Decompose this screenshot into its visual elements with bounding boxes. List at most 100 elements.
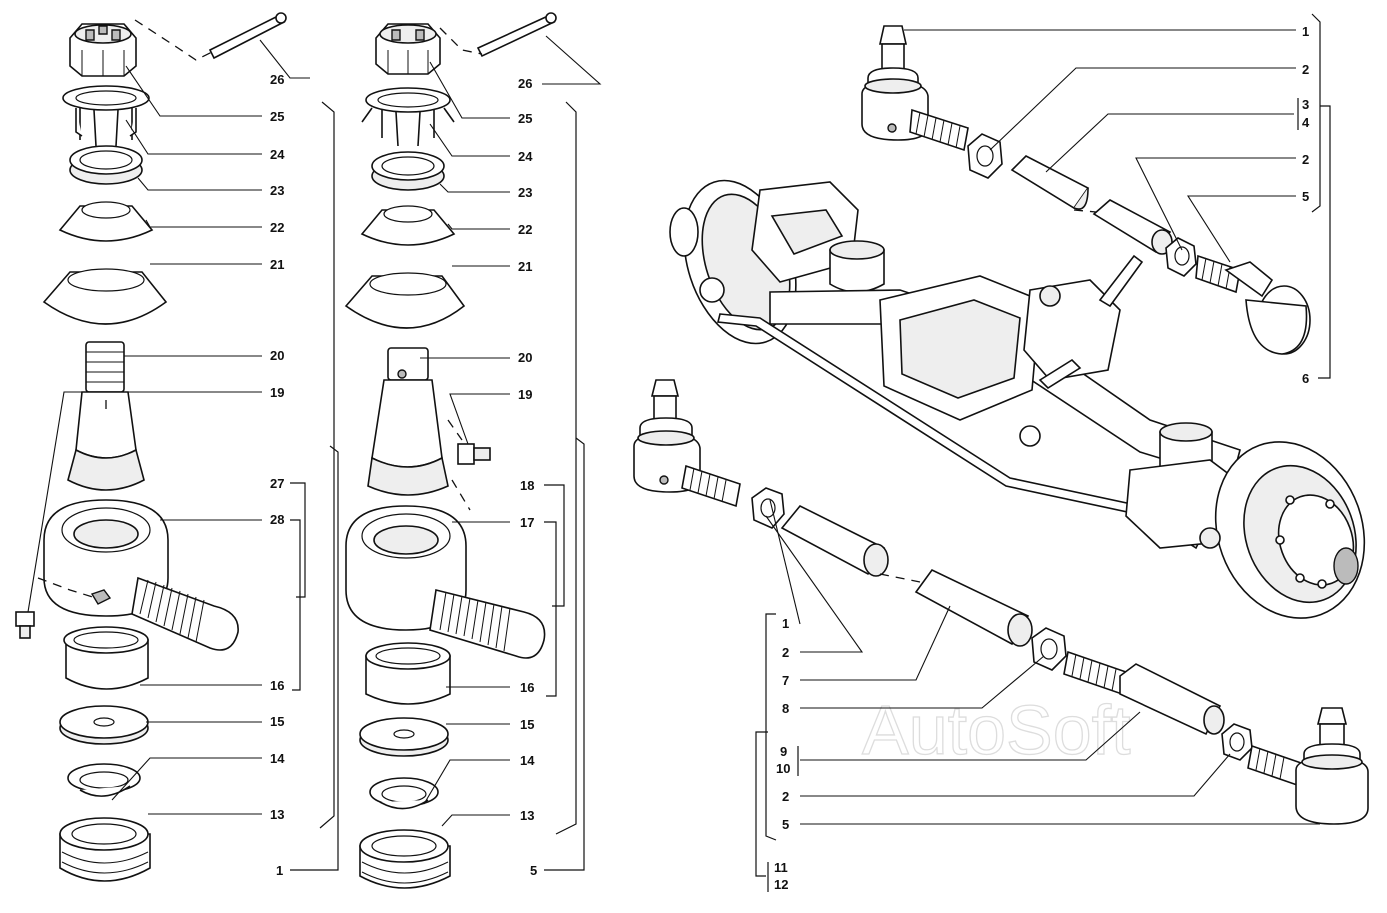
callouts-upper-right: 1 2 3 4 2 5 6 [1302,24,1310,386]
tie-rod-bar [717,313,1202,550]
ring-a [69,145,143,185]
hex-nut-upper-2 [1165,237,1197,277]
tie-rod-end-lower-right [1247,707,1369,825]
callout: 2 [782,789,789,804]
cone-washer-b [360,205,456,246]
sleeve-lower-2 [914,568,1033,647]
callouts-column-b: 26 25 24 23 22 21 20 19 18 17 16 15 14 1… [518,76,537,878]
callout: 27 [270,476,284,491]
hex-nut-lower-1 [751,487,785,529]
front-axle-assembly [669,179,1366,619]
callout: 22 [270,220,284,235]
callout: 28 [270,512,284,527]
ball-stud-a [67,341,145,491]
callout: 1 [1302,24,1309,39]
callout: 4 [1302,115,1310,130]
drag-link [1038,358,1082,390]
callout: 25 [518,111,532,126]
callout: 19 [270,385,284,400]
dust-boot-a [42,268,168,325]
threaded-plug-a [59,817,151,882]
castle-nut-a [69,23,137,77]
cotter-pin-a [208,12,287,60]
dust-boot-b [344,272,466,329]
callout: 21 [270,257,284,272]
tie-rod-exploded-lower [633,379,1369,825]
callout: 15 [270,714,284,729]
steering-gear-box [1023,254,1144,381]
callout: 16 [270,678,284,693]
callout: 23 [518,185,532,200]
callout: 6 [1302,371,1309,386]
callout: 2 [1302,62,1309,77]
callout: 5 [1302,189,1309,204]
callout: 17 [520,515,534,530]
ring-b [371,151,445,191]
bearing-sleeve-a [63,626,149,690]
callout: 24 [518,149,533,164]
spring-clip-b [361,87,455,147]
hex-nut-lower-2 [1031,627,1067,671]
tie-rod-end-upper-right [1195,254,1311,355]
spring-a [67,763,141,797]
callout: 9 [780,744,787,759]
tie-rod-exploded-upper [861,25,1311,355]
callouts-lower-right: 1 2 7 8 9 10 2 5 11 12 [774,616,790,892]
right-brake-disc [1214,441,1366,619]
callout: 19 [518,387,532,402]
callout: 1 [782,616,789,631]
callout: 5 [782,817,789,832]
castle-nut-b [375,23,441,75]
cotter-pin-b [476,12,557,58]
callout: 23 [270,183,284,198]
hex-nut-lower-3 [1221,723,1253,761]
ball-joint-assembly-left [15,12,287,882]
callout: 5 [530,863,537,878]
sleeve-lower-1 [780,504,889,577]
callout: 10 [776,761,790,776]
leaders-column-a [27,39,339,871]
callout: 14 [520,753,535,768]
grease-fitting-a [15,611,35,639]
callouts-column-a: 26 25 24 23 22 21 20 19 27 28 16 15 14 1… [270,72,285,878]
flat-washer-b [359,717,449,757]
grease-fitting-b [457,443,491,465]
callout: 2 [1302,152,1309,167]
adjusting-rod-lower [1063,650,1225,736]
bearing-sleeve-b [365,642,451,705]
left-spring-pad [829,240,885,293]
differential-housing [879,275,1041,421]
callout: 3 [1302,97,1309,112]
threaded-shank-lower-left [681,464,741,508]
hex-nut-upper-1 [967,133,1003,179]
callout: 26 [270,72,284,87]
sleeve-upper-1 [1010,155,1090,210]
spring-b [369,777,439,810]
callout: 14 [270,751,285,766]
callout: 8 [782,701,789,716]
leaders-column-b [420,35,602,871]
leaders-upper-right [904,13,1331,379]
callout: 16 [520,680,534,695]
callout: 20 [270,348,284,363]
ball-joint-assembly-middle [344,12,557,889]
tie-rod-end-housing-a [43,499,239,651]
ball-stud-b [367,347,449,496]
flat-washer-a [59,705,149,745]
callout: 26 [518,76,532,91]
sleeve-upper-2 [1092,199,1173,255]
callout: 13 [520,808,534,823]
callout: 18 [520,478,534,493]
callout: 12 [774,877,788,892]
callout: 1 [276,863,283,878]
leaders-lower-right [755,499,1320,892]
callout: 11 [774,860,788,875]
watermark-text: AutoSoft [862,691,1131,769]
callout: 22 [518,222,532,237]
callout: 20 [518,350,532,365]
callout: 13 [270,807,284,822]
cone-washer-a [58,201,154,242]
threaded-shank-upper-left [909,108,969,152]
callout: 25 [270,109,284,124]
